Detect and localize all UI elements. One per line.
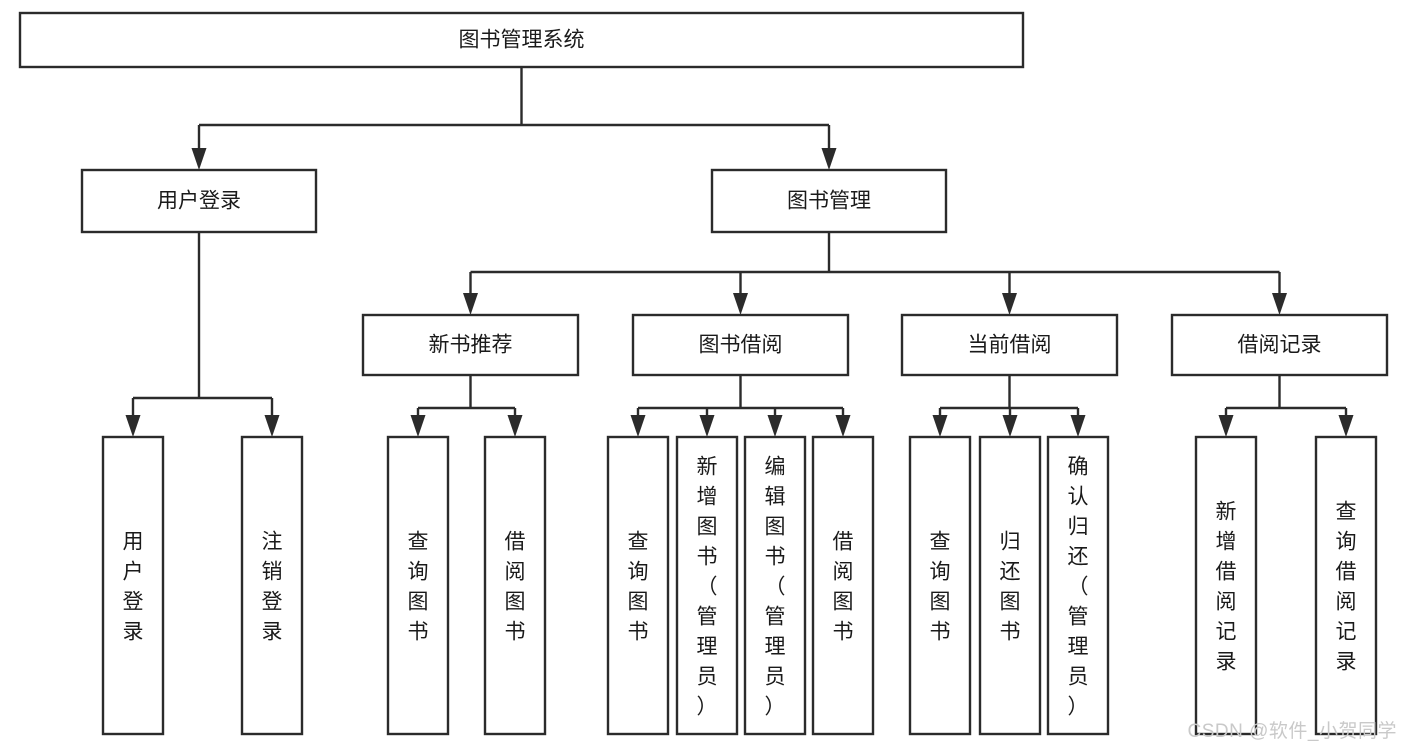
node-leaf-11-label: 新增借阅记录 bbox=[1216, 501, 1237, 674]
node-leaf-11[interactable] bbox=[1194, 435, 1258, 736]
edge-mgmt-child-2-head bbox=[1002, 293, 1017, 315]
node-leaf-2[interactable] bbox=[386, 435, 450, 736]
node-level1-1[interactable] bbox=[710, 168, 948, 234]
node-leaf-5-rect[interactable] bbox=[675, 435, 739, 736]
edge-mgmt-child-3-head bbox=[1272, 293, 1287, 315]
node-leaf-9-label: 归还图书 bbox=[1000, 531, 1021, 644]
node-leaf-5[interactable] bbox=[675, 435, 739, 736]
node-leaf-0-rect[interactable] bbox=[101, 435, 165, 736]
node-leaf-0-label: 用户登录 bbox=[123, 531, 144, 644]
node-leaf-0[interactable] bbox=[101, 435, 165, 736]
node-leaf-5-label: 新增图书（管理员） bbox=[697, 456, 718, 719]
node-leaf-8-rect[interactable] bbox=[908, 435, 972, 736]
edge-group-1-child-1-head bbox=[507, 415, 523, 437]
node-leaf-6-label: 编辑图书（管理员） bbox=[765, 456, 786, 719]
node-leaf-8-label: 查询图书 bbox=[930, 531, 951, 644]
edge-group-2-child-0-head bbox=[630, 415, 646, 437]
node-layer: 图书管理系统用户登录图书管理新书推荐图书借阅当前借阅借阅记录用户登录注销登录查询… bbox=[18, 11, 1389, 736]
node-level2-2[interactable] bbox=[900, 313, 1119, 377]
node-leaf-1-label: 注销登录 bbox=[262, 531, 283, 644]
node-leaf-7-label: 借阅图书 bbox=[833, 531, 854, 644]
node-leaf-10[interactable] bbox=[1046, 435, 1110, 736]
node-level2-0-rect[interactable] bbox=[361, 313, 580, 377]
node-leaf-1[interactable] bbox=[240, 435, 304, 736]
node-root-rect[interactable] bbox=[18, 11, 1025, 69]
edge-group-2-child-2-head bbox=[767, 415, 783, 437]
node-leaf-3-rect[interactable] bbox=[483, 435, 547, 736]
edge-group-2-child-1-head bbox=[699, 415, 715, 437]
node-leaf-11-rect[interactable] bbox=[1194, 435, 1258, 736]
node-level1-1-rect[interactable] bbox=[710, 168, 948, 234]
node-leaf-6[interactable] bbox=[743, 435, 807, 736]
node-level2-1-rect[interactable] bbox=[631, 313, 850, 377]
node-leaf-12-rect[interactable] bbox=[1314, 435, 1378, 736]
node-level2-0[interactable] bbox=[361, 313, 580, 377]
edge-root-child-1-head bbox=[821, 148, 837, 170]
node-level1-0-rect[interactable] bbox=[80, 168, 318, 234]
node-leaf-2-rect[interactable] bbox=[386, 435, 450, 736]
edge-root-child-0-head bbox=[191, 148, 207, 170]
node-leaf-7[interactable] bbox=[811, 435, 875, 736]
node-leaf-4-rect[interactable] bbox=[606, 435, 670, 736]
edge-group-1-child-0-head bbox=[410, 415, 426, 437]
connector-layer bbox=[125, 67, 1354, 437]
node-root-label: 图书管理系统 bbox=[459, 29, 585, 52]
node-leaf-1-rect[interactable] bbox=[240, 435, 304, 736]
node-level2-3[interactable] bbox=[1170, 313, 1389, 377]
edge-group-3-child-2-head bbox=[1070, 415, 1086, 437]
edge-group-3-child-0-head bbox=[932, 415, 948, 437]
node-leaf-10-label: 确认归还（管理员） bbox=[1068, 456, 1089, 719]
node-leaf-4[interactable] bbox=[606, 435, 670, 736]
edge-group-4-child-1-head bbox=[1338, 415, 1354, 437]
node-leaf-9-rect[interactable] bbox=[978, 435, 1042, 736]
node-root[interactable] bbox=[18, 11, 1025, 69]
node-leaf-12-label: 查询借阅记录 bbox=[1336, 501, 1357, 674]
node-leaf-8[interactable] bbox=[908, 435, 972, 736]
edge-group-3-child-1-head bbox=[1002, 415, 1018, 437]
node-level2-0-label: 新书推荐 bbox=[429, 334, 513, 357]
node-level1-0-label: 用户登录 bbox=[157, 190, 241, 213]
node-leaf-7-rect[interactable] bbox=[811, 435, 875, 736]
node-level1-1-label: 图书管理 bbox=[787, 190, 871, 213]
edge-group-0-child-0-head bbox=[125, 415, 141, 437]
edge-group-0-child-1-head bbox=[264, 415, 280, 437]
node-level1-0[interactable] bbox=[80, 168, 318, 234]
node-leaf-12[interactable] bbox=[1314, 435, 1378, 736]
node-leaf-9[interactable] bbox=[978, 435, 1042, 736]
node-level2-3-rect[interactable] bbox=[1170, 313, 1389, 377]
node-leaf-2-label: 查询图书 bbox=[408, 531, 429, 644]
node-leaf-3[interactable] bbox=[483, 435, 547, 736]
node-level2-1[interactable] bbox=[631, 313, 850, 377]
edge-group-2-child-3-head bbox=[835, 415, 851, 437]
node-level2-2-rect[interactable] bbox=[900, 313, 1119, 377]
edge-group-4-child-0-head bbox=[1218, 415, 1234, 437]
node-leaf-3-label: 借阅图书 bbox=[505, 531, 526, 644]
edge-mgmt-child-0-head bbox=[463, 293, 478, 315]
node-level2-3-label: 借阅记录 bbox=[1238, 334, 1322, 357]
node-leaf-10-rect[interactable] bbox=[1046, 435, 1110, 736]
node-leaf-6-rect[interactable] bbox=[743, 435, 807, 736]
node-level2-1-label: 图书借阅 bbox=[699, 334, 783, 357]
node-leaf-4-label: 查询图书 bbox=[628, 531, 649, 644]
edge-mgmt-child-1-head bbox=[733, 293, 748, 315]
node-level2-2-label: 当前借阅 bbox=[968, 334, 1052, 357]
